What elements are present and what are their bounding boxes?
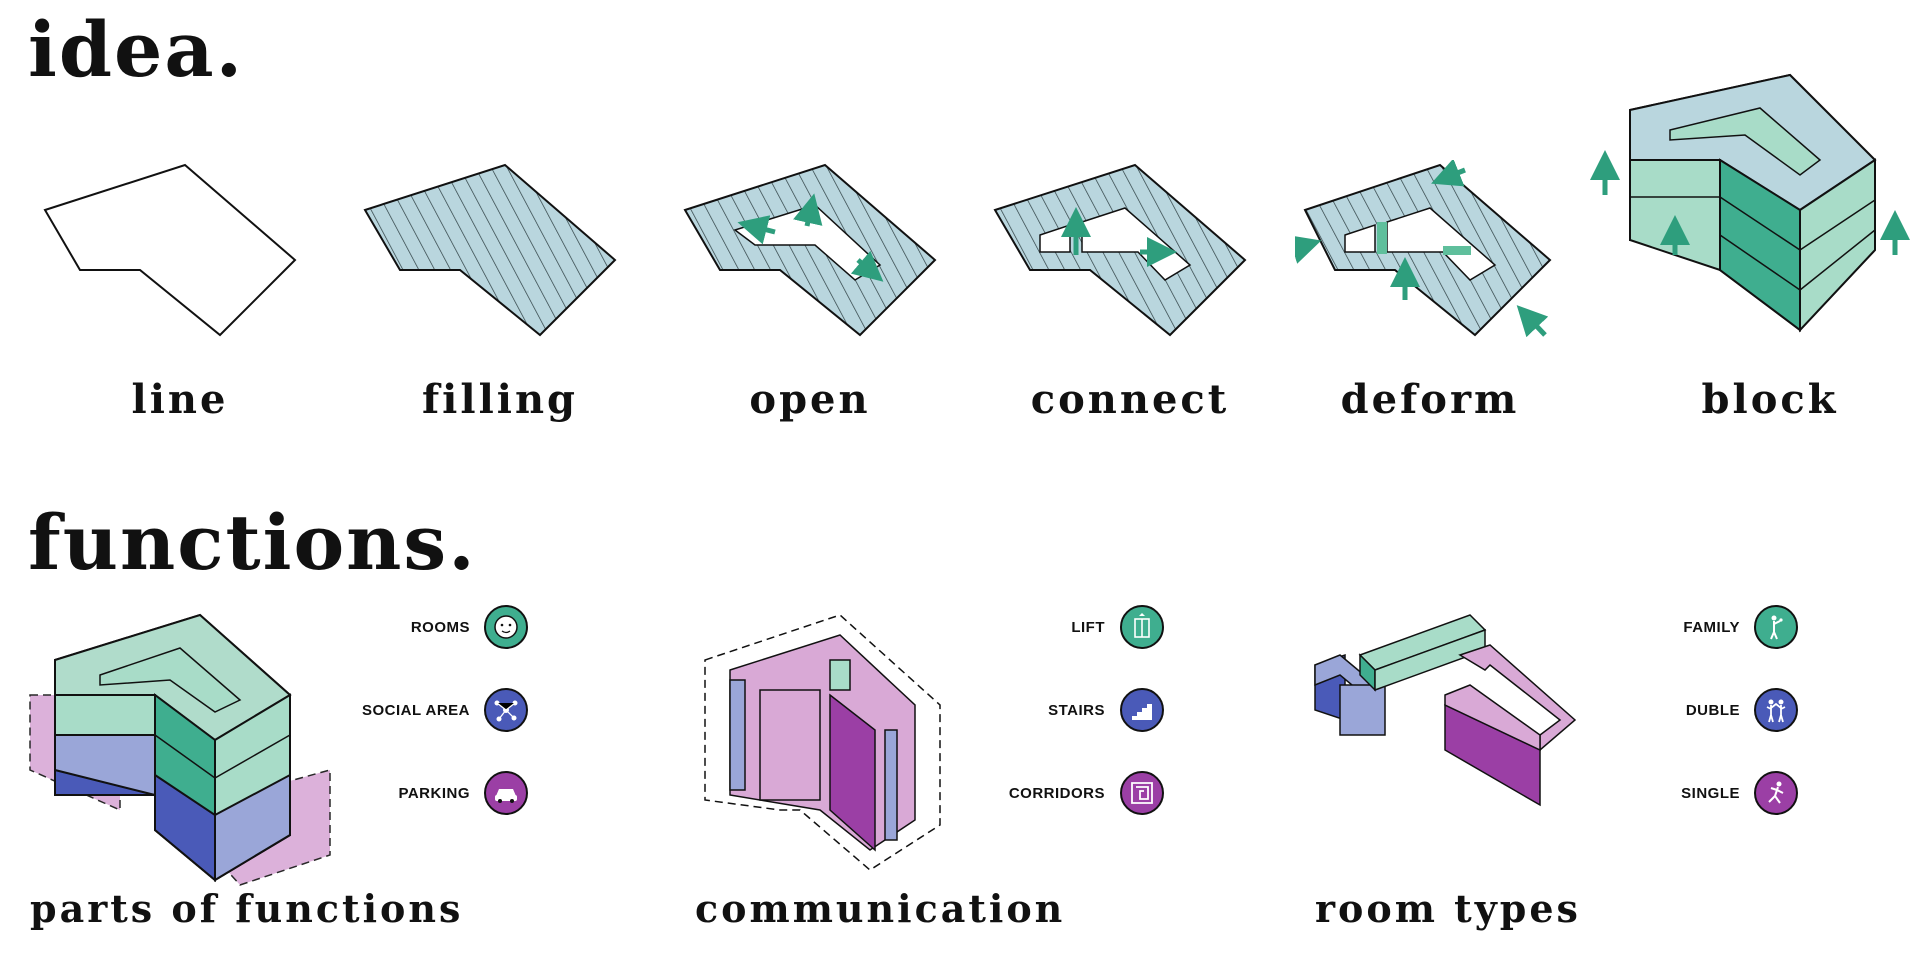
idea-diagram-line bbox=[43, 163, 297, 337]
stairs-icon bbox=[1120, 688, 1164, 732]
legend-label-corridors: CORRIDORS bbox=[1008, 785, 1105, 802]
function-group-label-room-types: room types bbox=[1315, 886, 1581, 931]
idea-diagram-connect bbox=[993, 163, 1247, 337]
idea-diagram-deform bbox=[1295, 160, 1552, 338]
network-icon bbox=[484, 688, 528, 732]
idea-step-label-line: line bbox=[131, 376, 229, 423]
legend-label-duble: DUBLE bbox=[1685, 702, 1740, 719]
function-group-label-parts: parts of functions bbox=[30, 886, 464, 931]
legend-label-social-area: SOCIAL AREA bbox=[361, 702, 470, 719]
function-group-label-communication: communication bbox=[695, 886, 1066, 931]
idea-section-title: idea. bbox=[28, 5, 245, 94]
idea-step-label-deform: deform bbox=[1340, 376, 1520, 423]
room-types-diagram bbox=[1314, 614, 1577, 807]
legend-label-stairs: STAIRS bbox=[1048, 702, 1105, 719]
car-icon bbox=[484, 771, 528, 815]
family-icon bbox=[1754, 605, 1798, 649]
elevator-icon bbox=[1120, 605, 1164, 649]
idea-diagram-block bbox=[1590, 73, 1910, 333]
parts-of-functions-diagram bbox=[29, 613, 331, 886]
idea-step-label-block: block bbox=[1701, 376, 1839, 423]
legend-label-rooms: ROOMS bbox=[410, 619, 470, 636]
legend-label-family: FAMILY bbox=[1683, 619, 1740, 636]
maze-icon bbox=[1120, 771, 1164, 815]
legend-label-parking: PARKING bbox=[398, 785, 470, 802]
idea-step-label-filling: filling bbox=[421, 376, 579, 423]
functions-section-title: functions. bbox=[28, 498, 477, 587]
idea-step-label-connect: connect bbox=[1030, 376, 1230, 423]
idea-diagram-filling bbox=[363, 163, 617, 337]
legend-label-single: SINGLE bbox=[1681, 785, 1740, 802]
baby-face-icon bbox=[484, 605, 528, 649]
legend-label-lift: LIFT bbox=[1071, 619, 1105, 636]
idea-diagram-open bbox=[683, 163, 937, 337]
couple-icon bbox=[1754, 688, 1798, 732]
communication-diagram bbox=[704, 614, 941, 871]
single-person-icon bbox=[1754, 771, 1798, 815]
idea-step-label-open: open bbox=[749, 376, 871, 423]
